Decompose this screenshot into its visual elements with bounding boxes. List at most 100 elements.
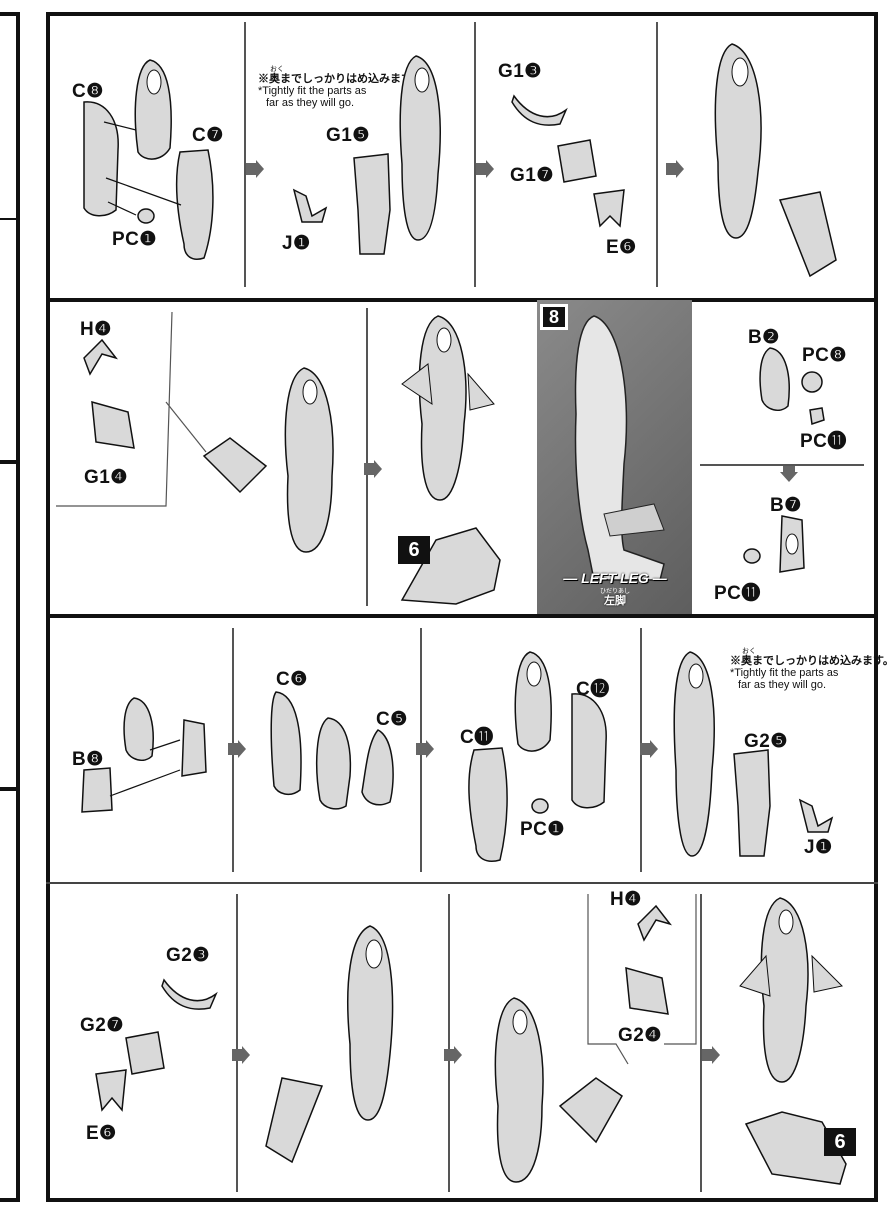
row1-step-divider-2 <box>474 22 476 287</box>
part-lower-leg-drawing <box>714 43 762 239</box>
label-g2-7: G2❼ <box>80 1015 124 1036</box>
row-divider-1 <box>46 298 878 302</box>
part-helmet-drawing <box>134 59 172 160</box>
part-h4-g2-4-assembled-drawing <box>558 1077 623 1144</box>
label-pc11-b: PC⓫ <box>714 583 761 604</box>
part-ankle-assembly-drawing <box>778 191 837 278</box>
part-pc1-drawing <box>137 208 155 224</box>
part-pc8-drawing <box>801 371 823 393</box>
left-leg-illustration <box>574 315 665 581</box>
row2-step-divider-1 <box>366 308 368 606</box>
detail-callout-lines-b <box>587 894 697 1065</box>
row-divider-2 <box>46 614 878 618</box>
fit-note-2: おく ※奥までしっかりはめ込みます。 *Tightly fit the part… <box>730 648 894 691</box>
part-g2-7-drawing <box>125 1031 165 1075</box>
part-foot-6-drawing <box>400 527 501 605</box>
label-g2-5: G2❺ <box>744 731 788 752</box>
part-leg-assembly-b-drawing <box>673 651 715 857</box>
label-b7: B❼ <box>770 495 802 516</box>
fit-note-2-en-1: *Tightly fit the parts as <box>730 667 839 679</box>
part-b-knee-drawing <box>123 697 154 761</box>
down-arrow-icon <box>780 466 798 482</box>
part-thigh-assembly-b-drawing <box>494 997 544 1183</box>
part-c7-drawing <box>175 149 214 260</box>
label-pc8: PC❽ <box>802 345 847 366</box>
fit-note-2-ruby: おく <box>742 648 756 655</box>
step-arrow-icon <box>702 1046 720 1064</box>
label-pc1: PC❶ <box>112 229 157 250</box>
left-leg-title: — LEFT LEG — <box>563 570 667 586</box>
detail-callout-lines <box>56 311 207 507</box>
row1-step-divider-3 <box>656 22 658 287</box>
step-number-8-badge: 8 <box>540 304 568 330</box>
row-divider-3 <box>46 882 878 884</box>
part-c6-drawing <box>270 691 302 796</box>
part-b2-drawing <box>759 347 790 411</box>
part-h4-b-drawing <box>637 904 673 942</box>
part-helmet-b-drawing <box>514 651 552 752</box>
row1-step-a-arrows <box>103 121 182 216</box>
step-arrow-icon <box>228 740 246 758</box>
adjacent-page-divider-2 <box>0 460 16 464</box>
step-arrow-icon <box>246 160 264 178</box>
label-g1-3: G1❸ <box>498 61 542 82</box>
row1-step-divider-1 <box>244 22 246 287</box>
left-leg-title-jp: 左脚 <box>604 595 626 607</box>
step-arrow-icon <box>416 740 434 758</box>
part-lower-leg-b-drawing <box>347 925 394 1121</box>
label-c7: C❼ <box>192 125 224 146</box>
part-c8-drawing <box>83 101 119 217</box>
part-g2-5-drawing <box>733 749 771 857</box>
part-b-frame-drawing <box>181 719 207 777</box>
part-leg-with-kneeguard-drawing <box>401 315 495 501</box>
part-b7-drawing <box>779 515 805 573</box>
fit-note-1-en-2: far as they will go. <box>266 97 355 109</box>
part-g1-3-drawing <box>511 94 568 126</box>
step-arrow-icon <box>364 460 382 478</box>
label-pc1-b: PC❶ <box>520 819 565 840</box>
label-c5: C❺ <box>376 709 408 730</box>
part-e6-drawing <box>593 189 625 228</box>
part-pc1-b-drawing <box>531 798 549 814</box>
fit-note-1-ruby: おく <box>270 66 284 73</box>
part-c12-drawing <box>571 693 607 809</box>
fit-note-2-jp: ※奥までしっかりはめ込みます。 <box>730 655 894 667</box>
part-pc11-b-drawing <box>743 548 761 564</box>
label-c11: C⓫ <box>460 727 494 748</box>
part-b-assembled-drawing <box>316 717 352 810</box>
label-b8: B❽ <box>72 749 104 770</box>
label-e6-b: E❻ <box>86 1123 117 1144</box>
part-foot-6-b-drawing <box>744 1111 847 1185</box>
step-reference-6-badge-b: 6 <box>824 1128 856 1156</box>
label-pc11-a: PC⓫ <box>800 431 847 452</box>
label-c8: C❽ <box>72 81 104 102</box>
part-h4-drawing <box>83 338 119 376</box>
part-g1-7-drawing <box>557 139 597 183</box>
part-leg-assembly-drawing <box>399 55 441 241</box>
step-arrow-icon <box>232 1046 250 1064</box>
part-b8-drawing <box>81 767 113 813</box>
part-j1-drawing <box>292 188 328 223</box>
label-g1-5: G1❺ <box>326 125 370 146</box>
part-g1-5-drawing <box>353 153 391 255</box>
fit-note-1: おく ※奥までしっかりはめ込みます。 *Tightly fit the part… <box>258 66 422 109</box>
part-ankle-assembly-b-drawing <box>265 1077 324 1164</box>
step-arrow-icon <box>476 160 494 178</box>
row4-step-divider-2 <box>448 894 450 1192</box>
part-c5-drawing <box>361 729 394 806</box>
label-j1: J❶ <box>282 233 311 254</box>
label-h4: H❹ <box>80 319 112 340</box>
fit-note-1-en-1: *Tightly fit the parts as <box>258 85 367 97</box>
label-g1-7: G1❼ <box>510 165 554 186</box>
label-c12: C⓬ <box>576 679 610 700</box>
part-h4-g1-4-assembled-drawing <box>202 437 268 494</box>
label-b2: B❷ <box>748 327 780 348</box>
part-e6-b-drawing <box>95 1069 127 1112</box>
step-arrow-icon <box>640 740 658 758</box>
part-j1-b-drawing <box>798 798 834 833</box>
part-g2-4-drawing <box>625 966 669 1015</box>
part-c11-drawing <box>468 747 508 862</box>
part-pc11-drawing <box>809 407 825 425</box>
part-thigh-assembly-drawing <box>284 367 334 553</box>
part-g2-3-drawing <box>161 978 218 1010</box>
